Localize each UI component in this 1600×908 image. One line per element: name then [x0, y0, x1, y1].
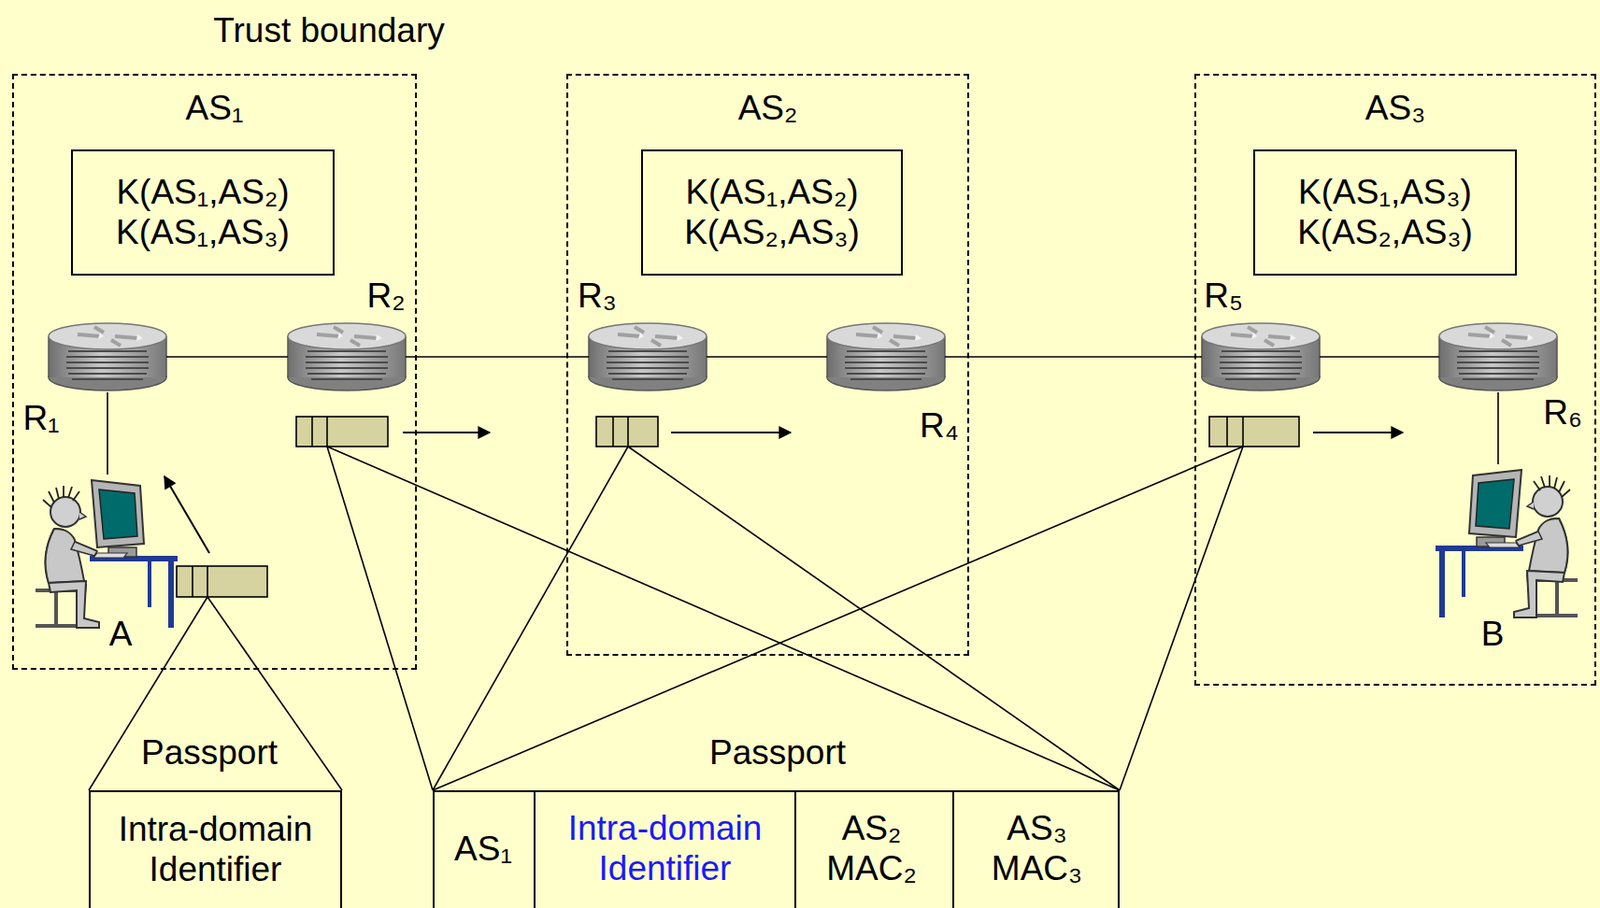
- leader-lines: [88, 446, 1243, 791]
- router-label: R₆: [1542, 393, 1583, 434]
- router-label: R₃: [577, 276, 617, 317]
- illustration-part: [1201, 323, 1320, 391]
- passport-cell: AS₁: [432, 790, 536, 908]
- illustration-part: [48, 323, 167, 391]
- trust-boundary-box: AS₂ K(AS₁,AS₂) K(AS₂,AS₃) R₃ R₄: [566, 73, 970, 657]
- illustration-part: [628, 446, 1120, 791]
- passport-heading: Passport: [141, 733, 278, 774]
- illustration-part: [432, 446, 629, 791]
- host: B: [1434, 464, 1583, 628]
- network-link: [1497, 392, 1500, 465]
- illustration-part: [1119, 446, 1243, 791]
- network-link: [944, 356, 1202, 358]
- router-label: R₅: [1203, 276, 1243, 317]
- illustration-part: [432, 446, 1243, 791]
- host-label: A: [109, 614, 133, 656]
- router: R₂: [287, 321, 406, 393]
- packets: [176, 416, 1300, 598]
- illustration-part: [1242, 416, 1244, 447]
- illustration-part: [287, 323, 406, 391]
- illustration-part: [327, 446, 1120, 791]
- illustration-part: [176, 566, 268, 598]
- router: R₆: [1439, 321, 1558, 393]
- node-text: Intra-domain Identifier: [96, 810, 335, 890]
- router: R₁: [48, 321, 167, 393]
- illustration-part: [588, 323, 707, 391]
- illustration-part: [327, 446, 433, 791]
- key-box: K(AS₁,AS₂) K(AS₂,AS₃): [641, 149, 903, 276]
- router: R₄: [827, 321, 945, 393]
- network-link: [1319, 356, 1440, 358]
- key-box: K(AS₁,AS₃) K(AS₂,AS₃): [1253, 149, 1517, 276]
- illustration-part: [164, 476, 210, 554]
- node-text: K(AS₁,AS₂) K(AS₂,AS₃): [684, 172, 860, 253]
- diagram-label: Trust boundary: [213, 11, 444, 52]
- router-label: R₁: [22, 399, 59, 440]
- router: R₅: [1201, 321, 1320, 393]
- node-text: AS₁: [454, 829, 513, 871]
- router-label: R₂: [366, 276, 405, 317]
- router: R₃: [588, 321, 707, 393]
- domain-heading: AS₃: [1196, 88, 1595, 129]
- trust-boundary-box: AS₁ K(AS₁,AS₂) K(AS₁,AS₃) R₁ R₂ A: [12, 73, 417, 671]
- illustration-part: [596, 416, 658, 447]
- illustration-part: [1439, 323, 1558, 391]
- passport-table: PassportAS₁Intra-domain IdentifierAS₂ MA…: [432, 790, 1120, 908]
- node-text: AS₂ MAC₂: [826, 809, 917, 889]
- domain-heading: AS₂: [568, 88, 968, 129]
- passport-cell: Intra-domain Identifier: [535, 790, 797, 908]
- network-link: [166, 356, 288, 358]
- passport-cell: AS₂ MAC₂: [790, 790, 955, 908]
- node-text: K(AS₁,AS₃) K(AS₂,AS₃): [1297, 172, 1473, 253]
- passport-box: PassportIntra-domain Identifier: [88, 790, 343, 908]
- network-link: [706, 356, 828, 358]
- illustration-part: [296, 416, 388, 447]
- illustration-part: [612, 416, 615, 447]
- network-link: [405, 356, 589, 358]
- key-box: K(AS₁,AS₂) K(AS₁,AS₃): [71, 149, 335, 276]
- illustration-part: [191, 566, 194, 598]
- illustration-part: [1226, 416, 1229, 447]
- node-text: K(AS₁,AS₂) K(AS₁,AS₃): [115, 172, 290, 253]
- user-b-figure: [1435, 470, 1578, 618]
- illustration-part: [1313, 431, 1403, 434]
- domain-heading: AS₁: [14, 88, 415, 129]
- motion-arrows: [164, 432, 1403, 554]
- node-text: Intra-domain Identifier: [541, 809, 789, 889]
- illustration-part: [671, 431, 791, 434]
- passport-cell: AS₃ MAC₃: [954, 790, 1120, 908]
- trust-boundary-box: AS₃ K(AS₁,AS₃) K(AS₂,AS₃) R₅ R₆ B: [1194, 73, 1597, 686]
- illustration-part: [326, 416, 329, 447]
- node-text: AS₃ MAC₃: [991, 809, 1083, 889]
- illustration-part: [206, 566, 209, 598]
- host: A: [30, 474, 179, 638]
- passport-heading: Passport: [709, 733, 846, 774]
- host-label: B: [1481, 614, 1505, 656]
- illustration-part: [627, 416, 629, 447]
- router-icons: [48, 323, 1558, 391]
- illustration-part: [1209, 416, 1300, 447]
- router-label: R₄: [919, 406, 959, 447]
- illustration-part: [311, 416, 314, 447]
- network-link: [106, 392, 109, 475]
- illustration-part: [827, 323, 945, 391]
- user-a-figure: [35, 480, 178, 629]
